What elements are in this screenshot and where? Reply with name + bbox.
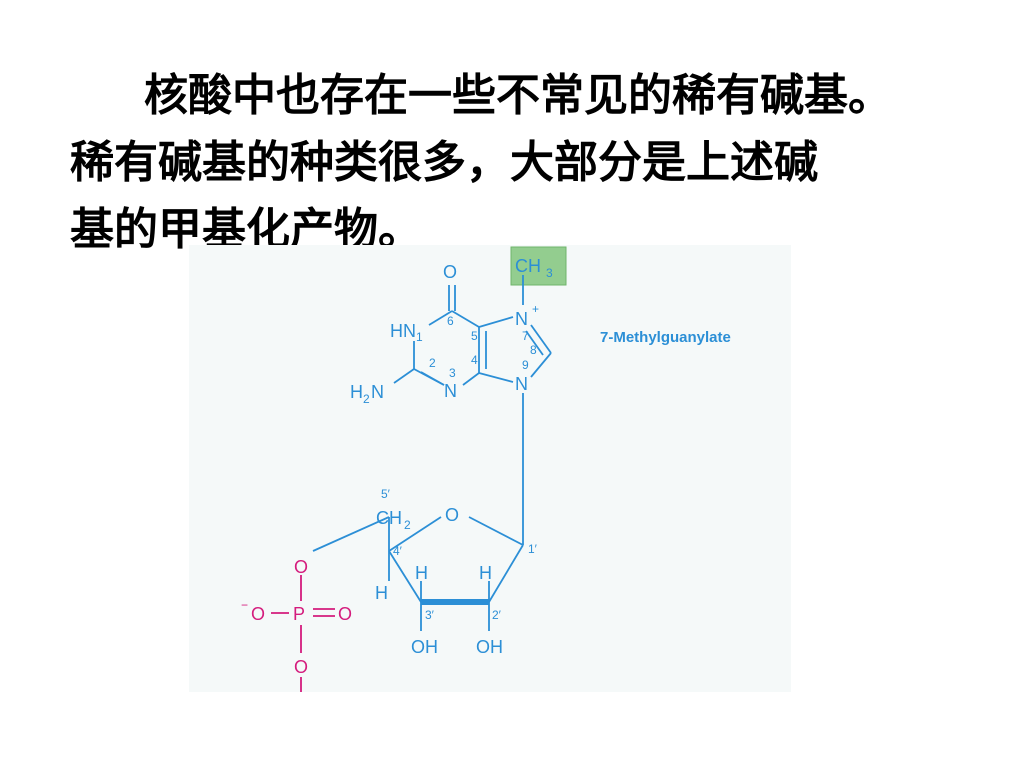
h-4prime: H	[375, 583, 388, 603]
paragraph-line-1: 核酸中也存在一些不常见的稀有碱基。	[144, 70, 892, 121]
ring-number-8: 8	[530, 343, 537, 357]
ring-number-1: 1	[416, 330, 423, 344]
phosphate-ester-oxygen: O	[294, 557, 308, 577]
ring-number-5: 5	[471, 329, 478, 343]
oh-3prime: OH	[411, 637, 438, 657]
methyl-subscript: 3	[546, 266, 553, 280]
ring-number-7: 7	[522, 329, 529, 343]
ring-number-4: 4	[471, 353, 478, 367]
ch2-subscript: 2	[404, 518, 411, 532]
amine-h: H	[350, 382, 363, 402]
n7-charge: +	[532, 302, 539, 316]
ch2-group: CH	[376, 508, 402, 528]
n9-atom: N	[515, 374, 528, 394]
phosphorus-atom: P	[293, 604, 305, 624]
h-3prime: H	[415, 563, 428, 583]
ring-number-6: 6	[447, 314, 454, 328]
methyl-highlight	[510, 246, 567, 286]
ring-oxygen: O	[445, 505, 459, 525]
ring-number-3: 3	[449, 366, 456, 380]
n3-atom: N	[444, 381, 457, 401]
sugar-number-4prime: 4′	[393, 544, 403, 558]
paragraph-line-2: 稀有碱基的种类很多，大部分是上述碱	[70, 137, 818, 188]
phosphate-minus: −	[241, 598, 248, 612]
sugar-number-5prime: 5′	[381, 487, 391, 501]
sugar-number-2prime: 2′	[492, 608, 502, 622]
phosphate-anionic-oxygen: O	[251, 604, 265, 624]
structure-bonds	[312, 275, 552, 631]
ring-number-9: 9	[522, 358, 529, 372]
h-2prime: H	[479, 563, 492, 583]
amine-subscript: 2	[363, 392, 370, 406]
sugar-number-3prime: 3′	[425, 608, 435, 622]
phosphate-bonds	[271, 575, 335, 692]
hn1-group: HN	[390, 321, 416, 341]
ring-number-2: 2	[429, 356, 436, 370]
oh-2prime: OH	[476, 637, 503, 657]
methylguanylate-diagram: O CH 3 N + HN N N H 2 N O CH 2 H H H OH …	[241, 246, 731, 692]
sugar-number-1prime: 1′	[528, 542, 538, 556]
methyl-group: CH	[515, 256, 541, 276]
phosphate-bottom-oxygen: O	[294, 657, 308, 677]
n7-atom: N	[515, 309, 528, 329]
intro-paragraph: 核酸中也存在一些不常见的稀有碱基。 稀有碱基的种类很多，大部分是上述碱 基的甲基…	[70, 62, 1010, 263]
amine-n: N	[371, 382, 384, 402]
structure-figure: O CH 3 N + HN N N H 2 N O CH 2 H H H OH …	[189, 245, 791, 692]
carbonyl-oxygen: O	[443, 262, 457, 282]
phosphate-double-oxygen: O	[338, 604, 352, 624]
figure-caption: 7-Methylguanylate	[600, 329, 731, 346]
